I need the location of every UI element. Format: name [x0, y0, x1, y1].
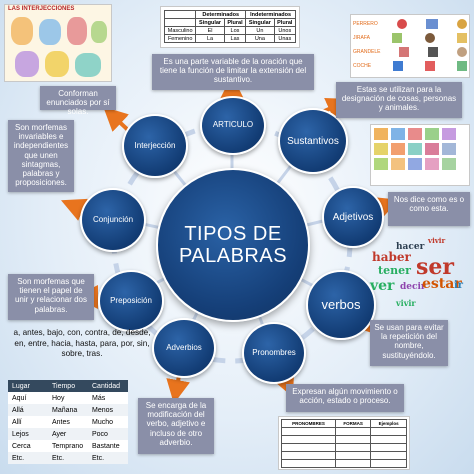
node-adverbios[interactable]: Adverbios [152, 318, 216, 378]
noun-label-1: PERRERO [353, 21, 378, 27]
adjectives-image [370, 124, 470, 186]
desc-pronombres: Expresan algún movimiento o acción, esta… [286, 384, 404, 412]
desc-adverbios: Se encarga de la modificación del verbo,… [138, 398, 214, 454]
center-line-1: TIPOS DE [184, 223, 282, 245]
noun-label-3: GRANDELE [353, 49, 381, 55]
article-table-image: Determinados Indeterminados Singular Plu… [160, 6, 300, 48]
pronoun-table: PRONOMBRES FORMAS Ejemplos [280, 419, 407, 468]
node-preposicion[interactable]: Preposición [98, 270, 164, 332]
node-conjuncion[interactable]: Conjunción [80, 188, 146, 252]
verb-word: vivir [428, 236, 446, 245]
desc-preposicion: Son morfemas que tienen el papel de unir… [8, 274, 94, 320]
interjecciones-image: LAS INTERJECCIONES [4, 4, 112, 82]
article-table: Determinados Indeterminados Singular Plu… [163, 10, 297, 43]
node-conjuncion-label: Conjunción [92, 214, 134, 224]
node-adjetivos-label: Adjetivos [332, 211, 374, 223]
verb-word: decir [400, 282, 426, 292]
node-verbos-label: verbos [321, 296, 361, 312]
node-sustantivos-label: Sustantivos [287, 135, 339, 147]
node-adverbios-label: Adverbios [166, 342, 202, 352]
node-articulo[interactable]: ARTICULO [200, 96, 266, 155]
node-interjeccion-label: Interjección [134, 140, 176, 150]
node-verbos[interactable]: verbos [306, 270, 376, 340]
node-adjetivos[interactable]: Adjetivos [322, 186, 384, 248]
desc-articulo: Es una parte variable de la oración que … [152, 54, 314, 90]
noun-label-4: COCHE [353, 63, 372, 69]
center-line-2: PALABRAS [178, 245, 288, 267]
center-topic: TIPOS DE PALABRAS [156, 168, 310, 322]
interjecciones-title: LAS INTERJECCIONES [8, 6, 75, 12]
node-articulo-label: ARTICULO [212, 120, 254, 130]
verb-word: estar [422, 276, 462, 292]
verb-word: tener [378, 264, 411, 277]
verb-word: ver [370, 278, 395, 294]
pronoun-table-image: PRONOMBRES FORMAS Ejemplos [278, 416, 410, 470]
desc-sustantivos: Estas se utilizan para la designación de… [336, 82, 462, 118]
verb-word: vivir [396, 298, 416, 308]
desc-verbos: Se usan para evitar la repetición del no… [370, 320, 448, 366]
desc-interjeccion: Conforman enunciados por sí solas. [40, 86, 116, 116]
verb-word: hacer [396, 242, 425, 252]
node-pronombres[interactable]: Pronombres [242, 322, 306, 384]
desc-adjetivos: Nos dice como es o como esta. [388, 192, 470, 226]
verbs-word-cloud: vivir hacer haber tener ser ver decir es… [366, 236, 472, 316]
preposition-list: a, antes, bajo, con, contra, de, desde, … [13, 328, 151, 359]
node-sustantivos[interactable]: Sustantivos [278, 108, 348, 174]
verb-word: ser [416, 254, 454, 280]
nouns-image: PERRERO JIRAFA GRANDELE COCHE [350, 14, 470, 78]
node-preposicion-label: Preposición [110, 295, 152, 305]
node-interjeccion[interactable]: Interjección [122, 114, 188, 178]
noun-label-2: JIRAFA [353, 35, 370, 41]
node-pronombres-label: Pronombres [252, 347, 296, 357]
desc-conjuncion: Son morfemas invariables e independiente… [8, 120, 74, 192]
verb-word: haber [372, 250, 411, 264]
verb-word: ir [454, 280, 464, 291]
